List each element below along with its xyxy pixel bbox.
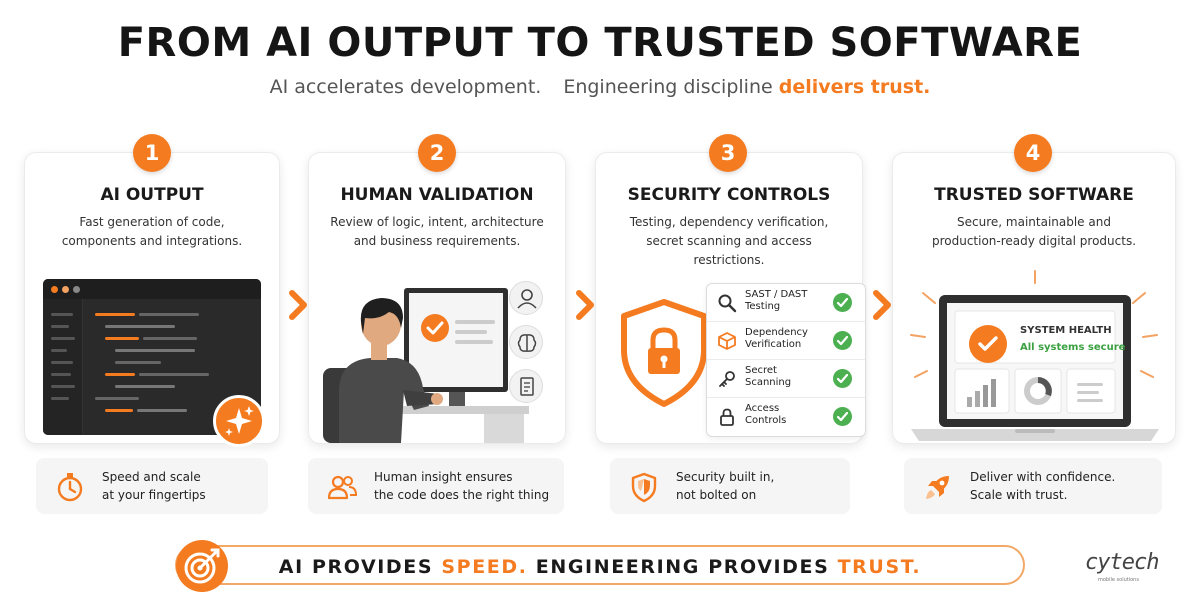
window-dot xyxy=(62,286,69,293)
company-tagline: mobile solutions xyxy=(1098,577,1139,583)
step-description: Secure, maintainable and production-read… xyxy=(913,213,1155,251)
step-card-ai-output: AI OUTPUT Fast generation of code, compo… xyxy=(24,152,280,447)
subtitle-part1: AI accelerates development. xyxy=(269,76,542,98)
step-title: AI OUTPUT xyxy=(100,185,204,205)
shield-lock-icon xyxy=(621,299,707,407)
check-icon xyxy=(833,331,852,350)
target-icon xyxy=(176,540,228,592)
rocket-icon xyxy=(926,476,949,499)
step-card-trusted-software: TRUSTED SOFTWARE Secure, maintainable an… xyxy=(892,152,1176,444)
step-number-1: 1 xyxy=(133,134,171,172)
page-title: FROM AI OUTPUT TO TRUSTED SOFTWARE xyxy=(117,20,1083,66)
cube-icon xyxy=(718,332,736,350)
step-footer-3: Security built in,not bolted on xyxy=(610,458,850,514)
desc-line: production-ready digital products. xyxy=(931,234,1137,248)
footer-text: Security built in,not bolted on xyxy=(676,470,775,502)
company-logo: cytech xyxy=(1085,550,1159,575)
subtitle-accent: delivers trust. xyxy=(778,76,931,98)
brain-icon xyxy=(509,325,543,359)
key-icon xyxy=(719,371,735,387)
laptop-illustration xyxy=(910,270,1159,441)
window-dot xyxy=(73,286,80,293)
developer-at-monitor-illustration xyxy=(323,288,529,443)
desc-line: Fast generation of code, xyxy=(79,215,225,229)
magnifier-icon xyxy=(718,294,737,313)
chevron-right-icon xyxy=(576,290,594,320)
step-title: TRUSTED SOFTWARE xyxy=(934,185,1134,205)
check-circle-icon xyxy=(969,325,1007,363)
system-status-text: All systems secure xyxy=(1020,342,1126,353)
shield-icon xyxy=(631,472,657,503)
people-icon xyxy=(327,475,358,500)
chevron-right-icon xyxy=(873,290,891,320)
user-icon xyxy=(509,281,543,315)
desc-line: secret scanning and access xyxy=(646,234,812,248)
tagline-text: AI PROVIDES SPEED. ENGINEERING PROVIDES … xyxy=(278,556,922,578)
check-icon xyxy=(833,407,852,426)
check-icon xyxy=(833,369,852,388)
stopwatch-icon xyxy=(57,473,83,502)
step-number-3: 3 xyxy=(709,134,747,172)
step-number-4: 4 xyxy=(1014,134,1052,172)
desc-line: components and integrations. xyxy=(61,234,243,248)
tagline-banner: AI PROVIDES SPEED. ENGINEERING PROVIDES … xyxy=(175,545,1025,585)
step-description: Testing, dependency verification, secret… xyxy=(616,213,842,270)
system-health-label: SYSTEM HEALTH xyxy=(1020,325,1112,336)
editor-sidebar xyxy=(43,299,83,435)
step-description: Fast generation of code, components and … xyxy=(45,213,259,251)
desc-line: Review of logic, intent, architecture xyxy=(330,215,544,229)
window-dot xyxy=(51,286,58,293)
step-card-human-validation: HUMAN VALIDATION Review of logic, intent… xyxy=(308,152,566,444)
footer-text: Deliver with confidence.Scale with trust… xyxy=(970,470,1116,502)
step-title: SECURITY CONTROLS xyxy=(627,185,831,205)
desc-line: restrictions. xyxy=(693,253,765,267)
document-icon xyxy=(509,369,543,403)
step-number-2: 2 xyxy=(418,134,456,172)
sparkle-icon xyxy=(213,395,265,447)
step-title: HUMAN VALIDATION xyxy=(340,185,534,205)
lock-icon xyxy=(720,408,734,426)
subtitle-part2: Engineering discipline xyxy=(563,76,773,98)
step-description: Review of logic, intent, architecture an… xyxy=(329,213,545,251)
step-card-security-controls: SECURITY CONTROLS Testing, dependency ve… xyxy=(595,152,866,444)
chevron-right-icon xyxy=(289,290,307,320)
step-footer-4: Deliver with confidence.Scale with trust… xyxy=(904,458,1162,514)
editor-titlebar xyxy=(43,279,261,299)
desc-line: and business requirements. xyxy=(353,234,521,248)
desc-line: Secure, maintainable and xyxy=(957,215,1111,229)
page-subtitle: AI accelerates development. Engineering d… xyxy=(0,76,1200,98)
check-icon xyxy=(833,293,852,312)
desc-line: Testing, dependency verification, xyxy=(629,215,829,229)
code-editor-illustration xyxy=(43,279,261,435)
